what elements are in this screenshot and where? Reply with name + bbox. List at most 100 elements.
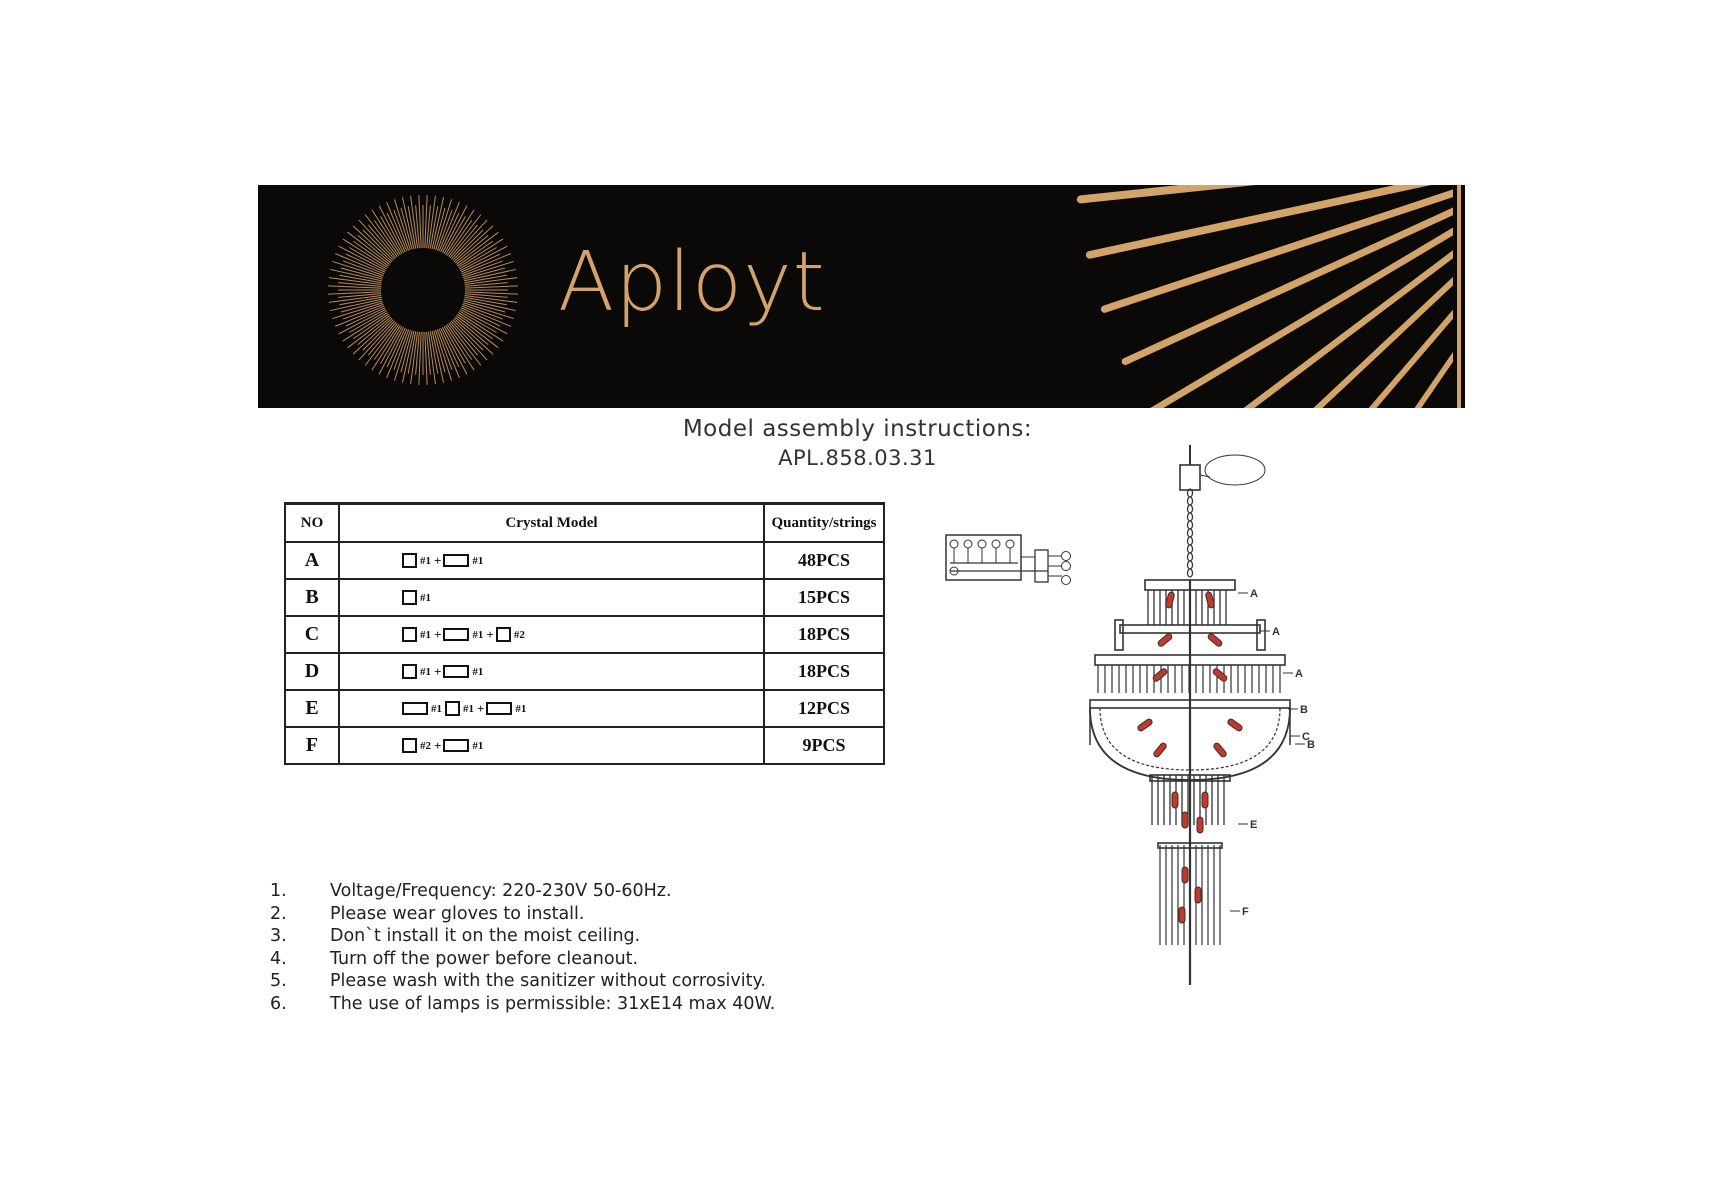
chain-link [1186,528,1194,538]
list-item: 1.Voltage/Frequency: 220-230V 50-60Hz. [270,881,672,901]
row-crystal-model: #1+#1 [338,652,765,691]
bulb-icon [1157,633,1173,647]
bulb-icon [1153,742,1167,758]
crystal-size: #1 [420,591,431,604]
bowl-outline [1089,707,1291,781]
plus-sign: + [434,737,442,753]
chain-link [1186,520,1194,530]
row-crystal-model: #1+#1+#2 [338,615,765,654]
note-text: Please wear gloves to install. [330,903,585,924]
crystal-size: #1 [463,702,474,715]
chain-link [1186,496,1194,506]
row-no: B [284,578,340,617]
header-crystal-model: Crystal Model [338,502,765,543]
row-no: F [284,726,340,765]
row-quantity: 48PCS [763,541,885,580]
plus-sign: + [486,626,494,642]
crystal-size: #2 [513,628,525,641]
crystal-size: #1 [472,665,484,678]
bulb-icon [1196,816,1204,834]
tier-4-frame [1089,699,1291,709]
row-crystal-model: #1#1+#1 [338,689,765,728]
note-text: Don`t install it on the moist ceiling. [330,926,641,946]
brand-logo-text: Aployt [558,235,826,330]
sunburst-icon [328,195,518,385]
part-label: A [1272,626,1280,638]
crystal-size: #1 [472,628,484,641]
list-item: 5.Please wash with the sanitizer without… [270,971,766,991]
row-no: E [284,689,340,728]
bulb-icon [1207,633,1223,647]
table-row: B #1 15PCS [284,578,885,617]
crystal-size: #2 [420,739,431,752]
part-label: B [1300,704,1308,716]
list-item: 2.Please wear gloves to install. [270,903,585,924]
bulb-icon [1165,591,1175,609]
rect-crystal-icon [443,665,470,679]
table-header-row: NO Crystal Model Quantity/strings [284,502,885,543]
crystal-size: #1 [472,739,484,752]
bulb-icon [1171,791,1179,809]
bulb-icon [1137,718,1153,732]
part-label: F [1242,906,1249,918]
header-quantity: Quantity/strings [763,502,885,543]
notes-list: 1.Voltage/Frequency: 220-230V 50-60Hz. 2… [270,880,775,1015]
row-crystal-model: #1+#1 [338,541,765,580]
row-no: A [284,541,340,580]
bulb-icon [1194,886,1202,904]
header-no: NO [284,502,340,543]
crystal-size: #1 [431,702,442,715]
row-quantity: 9PCS [763,726,885,765]
plus-sign: + [477,700,485,716]
note-text: Turn off the power before cleanout. [330,948,639,969]
part-label: C [1302,731,1310,743]
square-crystal-icon [445,701,460,717]
table-row: F #2+ #1 9PCS [284,726,885,765]
brand-banner: Aployt [258,185,1465,408]
rect-crystal-icon [402,702,428,716]
note-text: Please wash with the sanitizer without c… [330,971,766,991]
crystal-size: #1 [420,665,431,678]
crystal-parts-table: NO Crystal Model Quantity/strings A#1+#1… [284,502,885,765]
detail-callout-bubble [1204,454,1266,486]
part-label: E [1250,819,1257,831]
chain-link [1186,544,1194,554]
bulb-icon [1152,668,1168,682]
square-crystal-icon [402,664,417,680]
model-number: APL.858.03.31 [778,446,937,470]
row-quantity: 12PCS [763,689,885,728]
note-text: The use of lamps is permissible: 31xE14 … [330,993,776,1014]
rect-crystal-icon [443,554,470,568]
bulb-icon [1178,906,1186,924]
square-crystal-icon [402,738,417,754]
lower-ring [1149,774,1231,782]
part-label: A [1295,668,1303,680]
row-quantity: 15PCS [763,578,885,617]
bulb-icon [1227,718,1243,732]
note-text: Voltage/Frequency: 220-230V 50-60Hz. [330,881,672,901]
row-no: D [284,652,340,691]
plus-sign: + [434,552,442,568]
chain-link [1186,560,1194,570]
crystal-size: #1 [515,702,527,715]
row-quantity: 18PCS [763,652,885,691]
callout-pointer [1199,474,1211,478]
part-label: B [1307,739,1315,751]
crystal-size: #1 [420,554,431,567]
row-quantity: 18PCS [763,615,885,654]
tier-2-side-strands [1256,619,1266,651]
list-item: 6.The use of lamps is permissible: 31xE1… [270,993,776,1014]
rect-crystal-icon [443,739,470,753]
list-item: 3.Don`t install it on the moist ceiling. [270,926,641,946]
square-crystal-icon [402,627,417,643]
bulb-icon [1201,791,1209,809]
bulb-icon [1181,811,1189,829]
chain-link [1186,512,1194,522]
wiring-diagram [945,534,1071,585]
